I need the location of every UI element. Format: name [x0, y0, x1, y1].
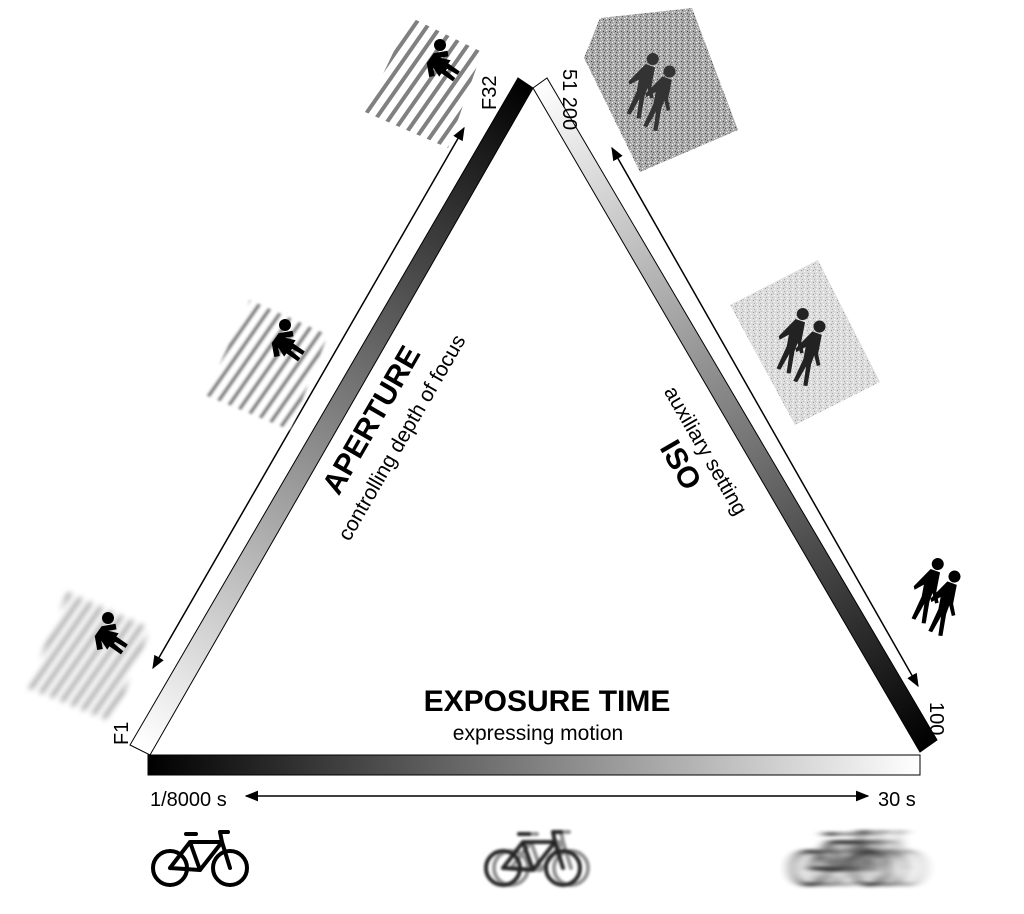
aperture-scale-bar: [129, 77, 534, 756]
exposure-title: EXPOSURE TIME: [424, 685, 671, 718]
person-blurred-stripes-icon: [28, 592, 150, 722]
bicycle-sharp-icon: [151, 830, 249, 887]
bicycle-motion-blur-icon: [791, 830, 925, 887]
couple-clean-icon: [901, 553, 972, 638]
aperture-max-label: F32: [479, 76, 501, 110]
person-medium-stripes-icon: [205, 300, 328, 430]
person-sharp-stripes-icon: [365, 17, 482, 148]
couple-heavy-noise-icon: [584, 8, 738, 172]
iso-max-label: 51 200: [558, 69, 580, 130]
couple-light-noise-icon: [730, 260, 880, 425]
bicycle-blurred-icon: [484, 830, 590, 887]
iso-arrow: [611, 146, 919, 688]
exposure-min-label: 1/8000 s: [150, 789, 227, 811]
iso-scale-bar: [532, 77, 938, 753]
aperture-min-label: F1: [111, 722, 133, 745]
exposure-max-label: 30 s: [878, 789, 916, 811]
exposure-scale-bar: [147, 754, 921, 776]
aperture-arrow: [152, 126, 465, 670]
iso-min-label: 100: [925, 702, 947, 735]
exposure-subtitle: expressing motion: [453, 722, 623, 745]
